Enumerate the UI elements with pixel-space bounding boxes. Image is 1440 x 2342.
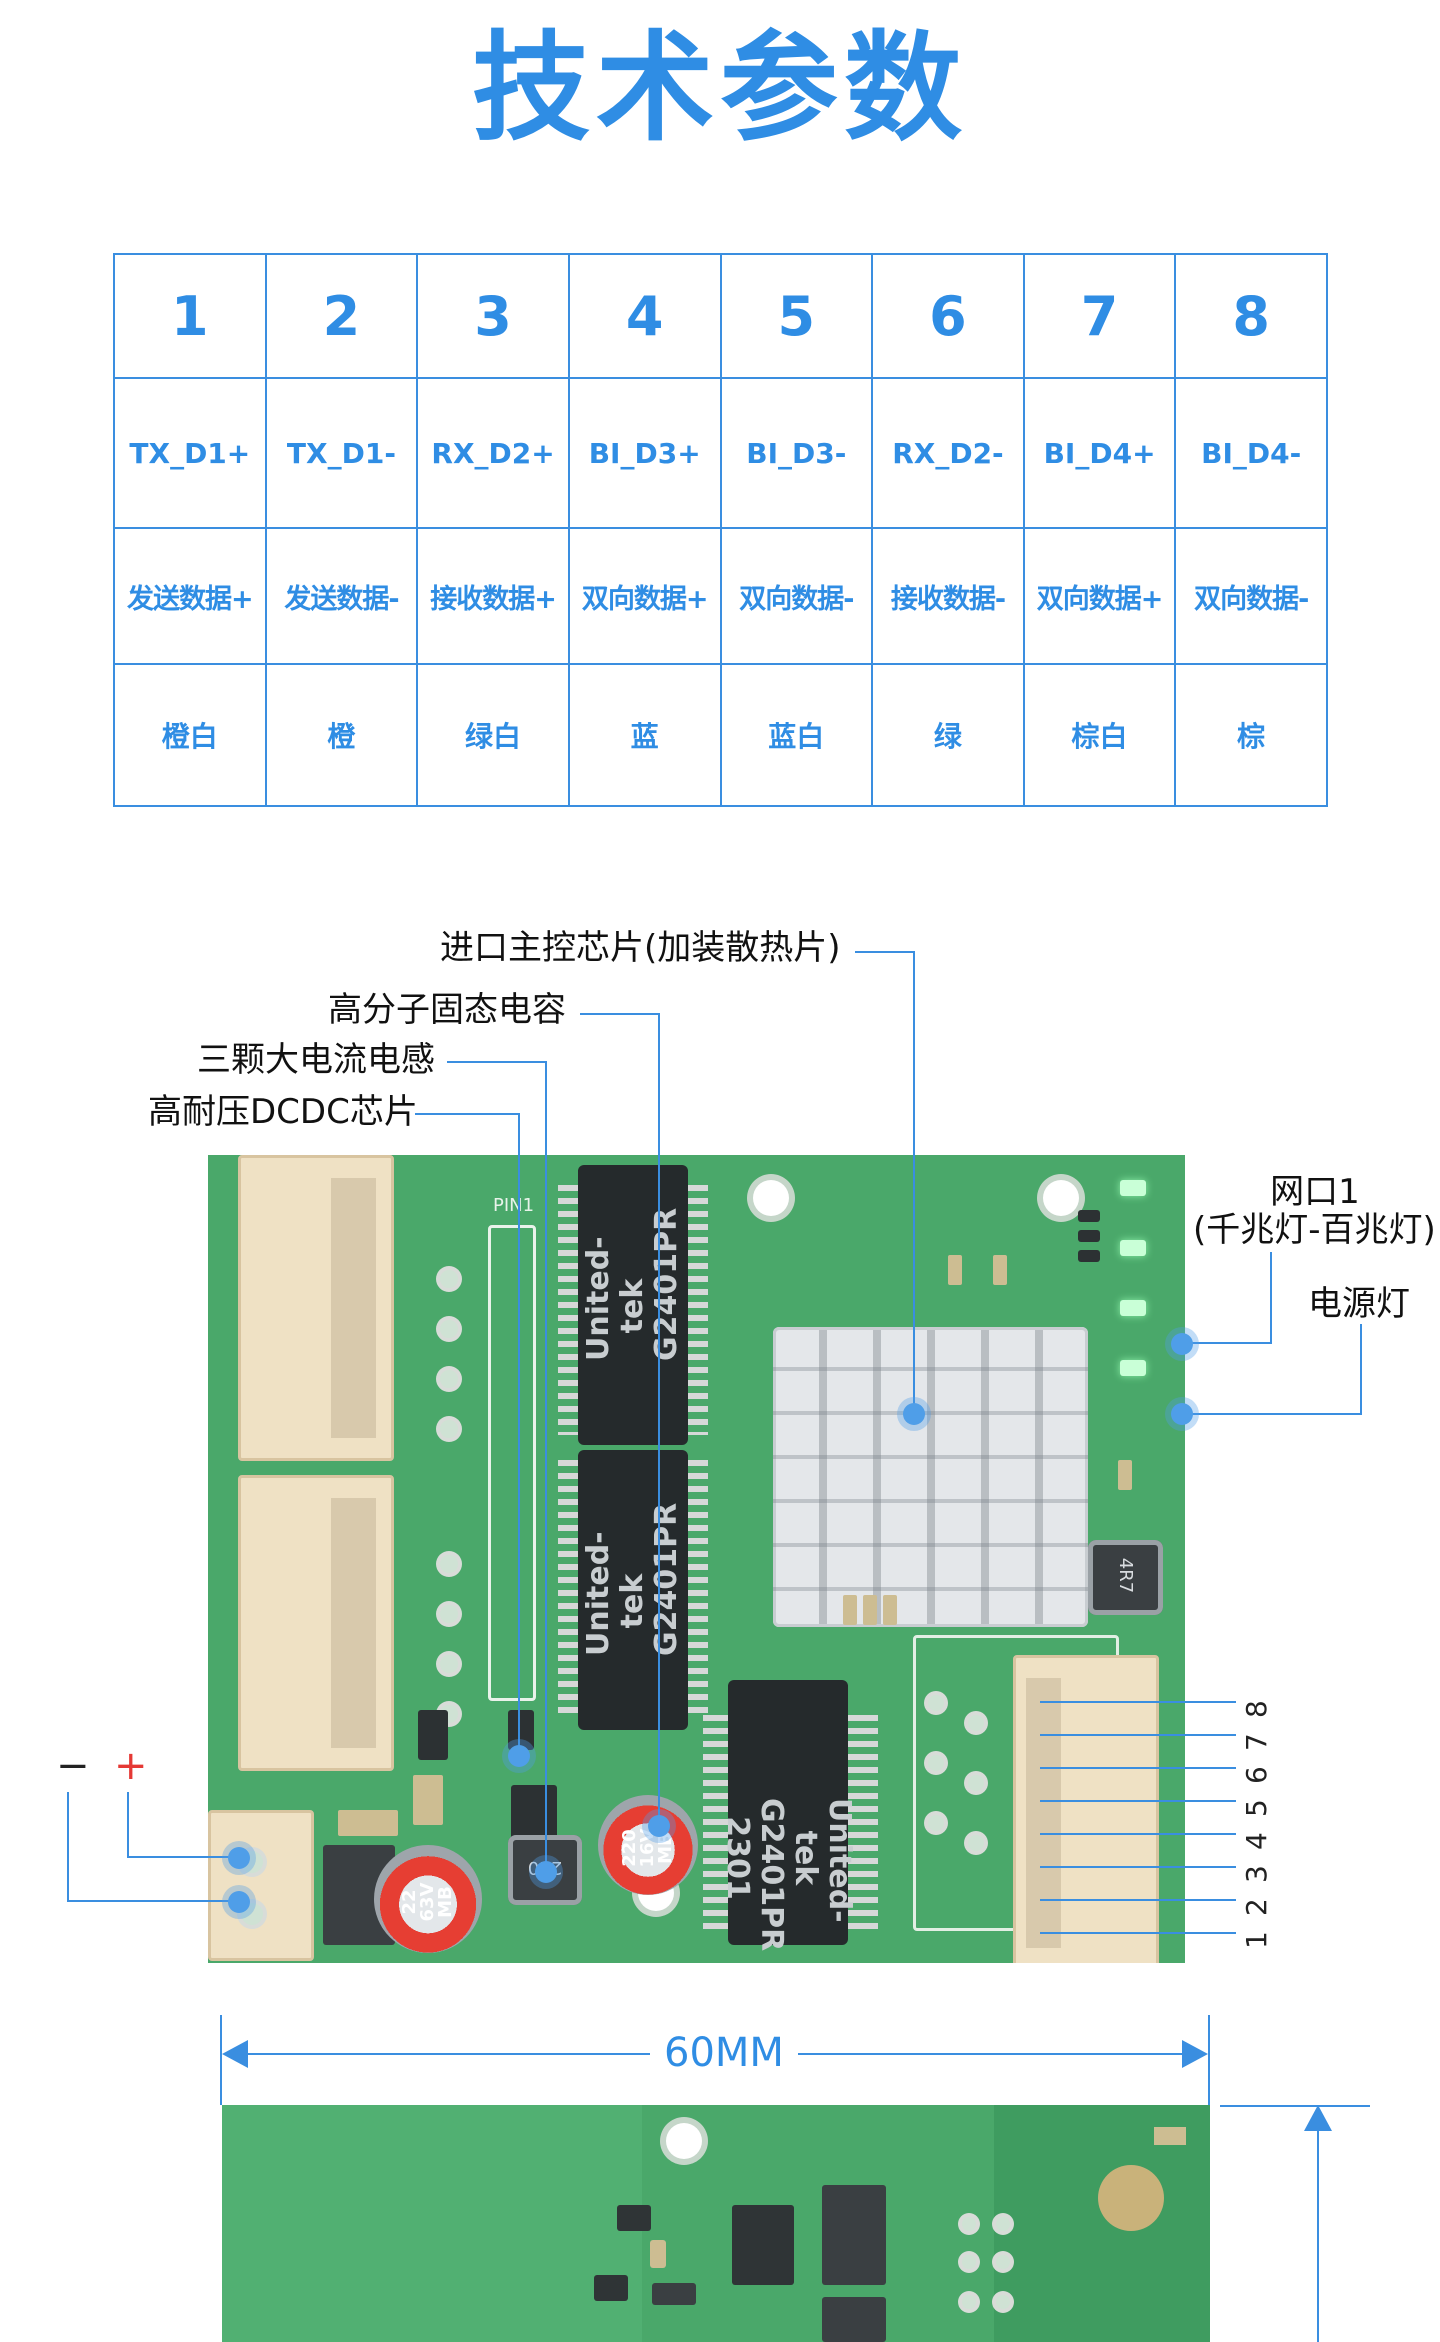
table-cell: 蓝白 <box>719 663 874 807</box>
table-cell: 3 <box>416 253 570 379</box>
table-cell: BI_D3+ <box>567 377 722 529</box>
table-row-numbers: 1 2 3 4 5 6 7 8 <box>113 253 1328 379</box>
callout-port-led-subtitle: (千兆灯-百兆灯) <box>1193 1210 1436 1250</box>
marker-solid-capacitor <box>648 1815 670 1837</box>
table-cell: 6 <box>871 253 1025 379</box>
pin-number-right: 6 <box>1240 1766 1273 1784</box>
page-title: 技术参数 <box>471 19 968 157</box>
pin-number-right: 7 <box>1240 1733 1273 1751</box>
marker-port-led <box>1171 1333 1193 1355</box>
capacitor-big: 220 16V MB <box>598 1795 698 1895</box>
dimension-label: 60MM <box>650 2030 798 2076</box>
table-cell: 双向数据+ <box>567 527 722 665</box>
table-cell: 4 <box>567 253 722 379</box>
table-cell: 7 <box>1022 253 1177 379</box>
table-cell: 双向数据- <box>719 527 874 665</box>
callout-inductor: 三颗大电流电感 <box>197 1040 435 1080</box>
table-cell: 1 <box>113 253 267 379</box>
table-cell: 5 <box>719 253 874 379</box>
pin-number-right: 8 <box>1240 1700 1273 1718</box>
table-cell: 接收数据+ <box>416 527 570 665</box>
connector-bottom-left <box>238 1475 394 1771</box>
transformer-chip-2: United-tek G2401PR <box>578 1450 688 1730</box>
connector-right <box>1013 1655 1159 1963</box>
pin-number-right: 1 <box>1240 1931 1273 1949</box>
table-cell: 绿白 <box>416 663 570 807</box>
table-cell: 绿 <box>871 663 1025 807</box>
table-row-colors: 橙白 橙 绿白 蓝 蓝白 绿 棕白 棕 <box>113 663 1328 807</box>
table-cell: 棕白 <box>1022 663 1177 807</box>
table-cell: 双向数据+ <box>1022 527 1177 665</box>
table-cell: TX_D1- <box>264 377 419 529</box>
power-connector <box>208 1810 314 1961</box>
pin-number-right: 2 <box>1240 1898 1273 1916</box>
polarity-minus: − <box>56 1743 90 1789</box>
pin-number-right: 4 <box>1240 1832 1273 1850</box>
arrow-up-icon <box>1304 2105 1332 2131</box>
marker-main-chip <box>903 1403 925 1425</box>
capacitor-small: 22 63V MB <box>374 1845 482 1953</box>
table-cell: 2 <box>264 253 419 379</box>
pin-number-right: 5 <box>1240 1799 1273 1817</box>
arrow-right-icon <box>1182 2040 1208 2068</box>
table-cell: 双向数据- <box>1174 527 1328 665</box>
transformer-chip-3: United-tek G2401PR 2301 <box>720 1680 857 1951</box>
table-cell: BI_D4- <box>1174 377 1328 529</box>
connector-top-left <box>238 1155 394 1461</box>
inductor-right: 4R7 <box>1088 1540 1163 1615</box>
table-cell: RX_D2+ <box>416 377 570 529</box>
marker-dcdc <box>508 1745 530 1767</box>
callout-main-chip: 进口主控芯片(加装散热片) <box>440 928 841 968</box>
callout-port-led-title: 网口1 <box>1270 1172 1360 1212</box>
table-cell: 发送数据+ <box>113 527 267 665</box>
callout-dcdc: 高耐压DCDC芯片 <box>148 1092 418 1132</box>
transformer-chip-1: United-tek G2401PR <box>578 1165 688 1445</box>
marker-plus <box>228 1847 250 1869</box>
table-cell: 蓝 <box>567 663 722 807</box>
table-cell: 发送数据- <box>264 527 419 665</box>
polarity-plus: + <box>114 1743 148 1789</box>
pin-header-label: PIN1 <box>493 1195 535 1216</box>
callout-solid-capacitor: 高分子固态电容 <box>328 990 566 1030</box>
table-cell: 棕 <box>1174 663 1328 807</box>
marker-power-led <box>1171 1403 1193 1425</box>
table-cell: BI_D4+ <box>1022 377 1177 529</box>
pin-header <box>488 1225 536 1701</box>
heatsink <box>773 1327 1088 1627</box>
pcb-board-top: PIN1 United-tek G2401PR United-tek G2401… <box>208 1155 1185 1963</box>
callout-power-led: 电源灯 <box>1308 1284 1410 1324</box>
arrow-left-icon <box>222 2040 248 2068</box>
pin-number-right: 3 <box>1240 1865 1273 1883</box>
table-cell: 橙 <box>264 663 419 807</box>
table-cell: 接收数据- <box>871 527 1025 665</box>
table-cell: TX_D1+ <box>113 377 267 529</box>
table-row-signals: TX_D1+ TX_D1- RX_D2+ BI_D3+ BI_D3- RX_D2… <box>113 377 1328 529</box>
marker-minus <box>228 1891 250 1913</box>
table-cell: RX_D2- <box>871 377 1025 529</box>
table-cell: 橙白 <box>113 663 267 807</box>
table-cell: 8 <box>1174 253 1328 379</box>
table-cell: BI_D3- <box>719 377 874 529</box>
pcb-board-bottom <box>222 2105 1210 2342</box>
pin-definition-table: 1 2 3 4 5 6 7 8 TX_D1+ TX_D1- RX_D2+ BI_… <box>113 253 1328 807</box>
table-row-descriptions: 发送数据+ 发送数据- 接收数据+ 双向数据+ 双向数据- 接收数据- 双向数据… <box>113 527 1328 665</box>
marker-inductor <box>535 1861 557 1883</box>
